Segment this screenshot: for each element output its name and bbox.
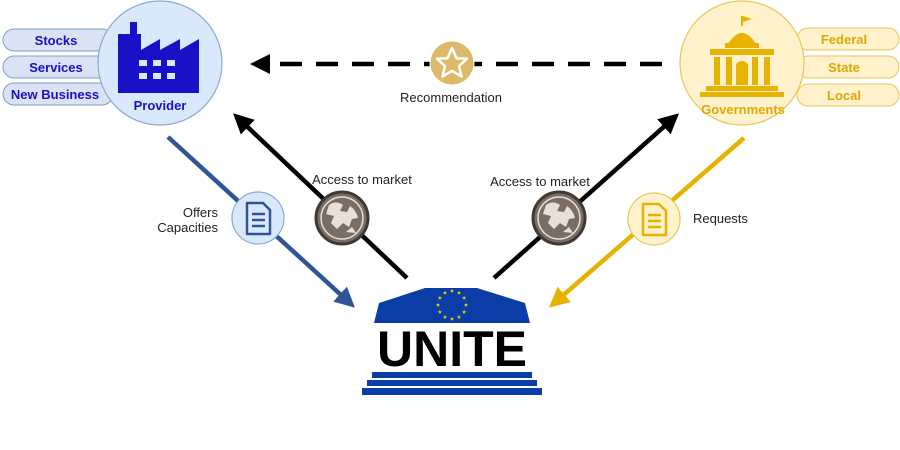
gov-tag-state-label: State <box>828 60 860 75</box>
eu-star <box>442 290 448 295</box>
eu-star <box>449 316 455 321</box>
eu-stars-icon <box>435 288 469 321</box>
provider-label: Provider <box>134 98 187 113</box>
document-icon <box>231 191 285 245</box>
globe-icon <box>531 190 587 246</box>
provider-tag-new-business-label: New Business <box>11 87 99 102</box>
eu-star <box>437 309 442 314</box>
provider-tags: Stocks Services New Business <box>2 28 114 106</box>
gov-tag-local-label: Local <box>827 88 861 103</box>
provider-tag-services-label: Services <box>29 60 83 75</box>
eu-star <box>435 302 441 307</box>
factory-icon <box>118 22 199 93</box>
eu-star <box>437 295 442 300</box>
star-icon <box>429 40 475 86</box>
eu-star <box>456 290 462 295</box>
eu-star <box>449 288 455 293</box>
eu-star <box>462 309 467 314</box>
government-tags: Federal State Local <box>796 27 900 107</box>
eu-star <box>456 314 462 319</box>
access-label-left: Access to market <box>312 172 412 187</box>
access-arrow-left <box>233 113 409 280</box>
unite-building: UNITE <box>362 288 542 395</box>
eu-star <box>463 302 469 307</box>
capitol-building-icon <box>700 16 784 97</box>
access-arrow-right <box>492 113 680 280</box>
governments-node: Governments <box>679 0 805 126</box>
unite-title: UNITE <box>377 321 527 377</box>
provider-tag-stocks-label: Stocks <box>35 33 78 48</box>
provider-node: Provider <box>97 0 223 126</box>
offers-label-line1: Offers <box>183 205 219 220</box>
recommendation-label: Recommendation <box>400 90 502 105</box>
gov-tag-local <box>796 83 900 107</box>
access-label-right: Access to market <box>490 174 590 189</box>
offers-label-line2: Capacities <box>157 220 218 235</box>
governments-label: Governments <box>701 102 785 117</box>
gov-tag-federal-label: Federal <box>821 32 867 47</box>
eu-star <box>462 295 467 300</box>
globe-icon <box>314 190 370 246</box>
document-icon <box>627 192 681 246</box>
requests-label: Requests <box>693 211 748 226</box>
eu-star <box>442 314 448 319</box>
